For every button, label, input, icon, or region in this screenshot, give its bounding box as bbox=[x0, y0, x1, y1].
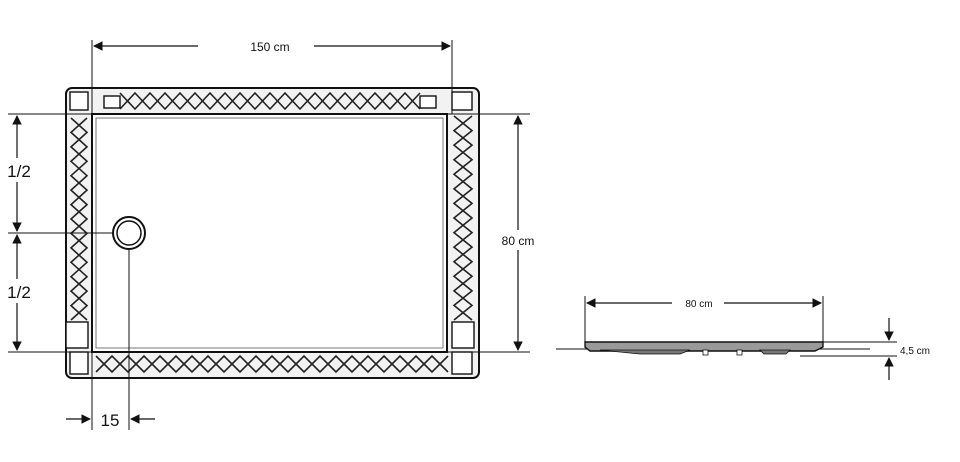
width-dimension: 150 cm bbox=[93, 40, 451, 54]
drain-icon bbox=[112, 216, 146, 250]
frame-lattice-strut bbox=[95, 354, 449, 374]
depth-dimension: 80 cm bbox=[494, 115, 542, 351]
frame-lattice-strut bbox=[95, 354, 449, 374]
tray-surface bbox=[91, 113, 448, 353]
frame-lattice-strut bbox=[452, 115, 474, 321]
extension-lines bbox=[8, 40, 530, 430]
frame-lattice-strut bbox=[69, 117, 89, 321]
side-length-label: 80 cm bbox=[685, 299, 712, 310]
tray-profile bbox=[584, 341, 824, 356]
half-dimensions: 1/2 1/2 bbox=[2, 115, 36, 351]
half-lower-label: 1/2 bbox=[7, 283, 31, 302]
side-view: 80 cm 4,5 cm bbox=[556, 296, 930, 380]
frame-lattice-strut bbox=[119, 91, 421, 111]
drain-offset-dimension: 15 bbox=[66, 411, 155, 430]
side-length-dimension: 80 cm bbox=[586, 298, 822, 310]
frame-lattice-strut bbox=[69, 117, 89, 321]
corner-brackets bbox=[65, 91, 475, 375]
frame-lattice-strut bbox=[452, 115, 474, 321]
frame-lattice-strut bbox=[119, 91, 421, 111]
drain-offset-label: 15 bbox=[101, 411, 120, 430]
depth-label: 80 cm bbox=[502, 234, 535, 248]
side-height-label: 4,5 cm bbox=[900, 346, 930, 357]
half-upper-label: 1/2 bbox=[7, 162, 31, 181]
support-frame-lattice bbox=[69, 91, 474, 374]
width-label: 150 cm bbox=[250, 40, 289, 54]
side-height-dimension: 4,5 cm bbox=[884, 318, 930, 380]
plan-view: 150 cm 80 cm 1/2 1/2 15 bbox=[2, 40, 542, 430]
